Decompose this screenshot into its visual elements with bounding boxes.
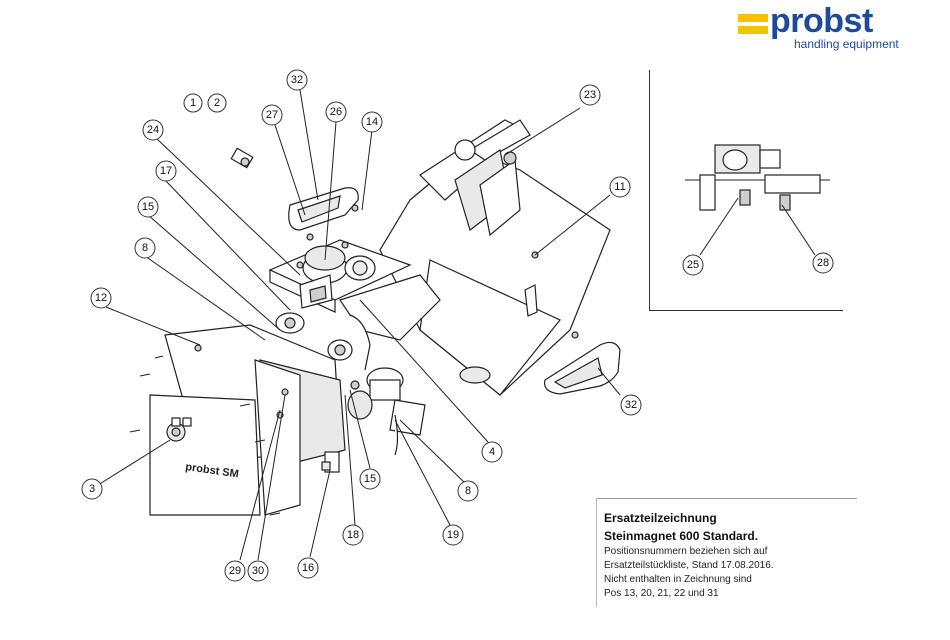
top-cover <box>289 188 358 240</box>
svg-text:25: 25 <box>687 259 699 271</box>
svg-text:32: 32 <box>291 74 303 86</box>
callout-27: 27 <box>262 105 282 125</box>
callout-1: 1 <box>184 94 202 112</box>
callout-14: 14 <box>362 112 382 132</box>
svg-text:15: 15 <box>364 473 376 485</box>
note-line-3: Nicht enthalten in Zeichnung sind <box>604 574 752 585</box>
front-panel: probst SM <box>150 325 345 515</box>
callout-32-right: 32 <box>621 395 641 415</box>
svg-text:1: 1 <box>190 97 196 109</box>
callout-23: 23 <box>580 85 600 105</box>
svg-text:8: 8 <box>142 242 148 254</box>
callout-4: 4 <box>482 442 502 462</box>
svg-text:19: 19 <box>447 529 459 541</box>
svg-text:27: 27 <box>266 109 278 121</box>
handle-right <box>545 342 620 394</box>
note-line-4: Pos 13, 20, 21, 22 und 31 <box>604 588 719 599</box>
callout-28: 28 <box>813 253 833 273</box>
callout-2: 2 <box>208 94 226 112</box>
callout-29: 29 <box>225 561 245 581</box>
callout-16: 16 <box>298 558 318 578</box>
callout-26: 26 <box>326 102 346 122</box>
callout-18: 18 <box>343 525 363 545</box>
svg-text:17: 17 <box>160 165 172 177</box>
title-block: Ersatzteilzeichnung Steinmagnet 600 Stan… <box>596 498 857 607</box>
callout-12: 12 <box>91 288 111 308</box>
svg-text:15: 15 <box>142 201 154 213</box>
svg-text:26: 26 <box>330 106 342 118</box>
callout-15-left: 15 <box>138 197 158 217</box>
callout-3: 3 <box>82 479 102 499</box>
callout-25: 25 <box>683 255 703 275</box>
note-line-2: Ersatzteilstückliste, Stand 17.08.2016. <box>604 560 774 571</box>
inset-detail <box>685 145 830 210</box>
svg-text:29: 29 <box>229 565 241 577</box>
title-line-1: Ersatzteilzeichnung <box>604 511 717 525</box>
magnet-housing <box>380 120 610 395</box>
callout-8-right: 8 <box>458 481 478 501</box>
svg-text:32: 32 <box>625 399 637 411</box>
callout-24: 24 <box>143 120 163 140</box>
callout-15-right: 15 <box>360 469 380 489</box>
callout-8-left: 8 <box>135 238 155 258</box>
callout-30: 30 <box>248 561 268 581</box>
callout-17: 17 <box>156 161 176 181</box>
svg-text:16: 16 <box>302 562 314 574</box>
svg-text:11: 11 <box>614 181 625 193</box>
callout-19: 19 <box>443 525 463 545</box>
svg-text:8: 8 <box>465 485 471 497</box>
callout-32-top: 32 <box>287 70 307 90</box>
callout-11: 11 <box>610 177 630 197</box>
svg-text:3: 3 <box>89 483 95 495</box>
note-line-1: Positionsnummern beziehen sich auf <box>604 546 767 557</box>
svg-text:30: 30 <box>252 565 264 577</box>
svg-text:28: 28 <box>817 257 829 269</box>
svg-text:24: 24 <box>147 124 159 136</box>
svg-text:14: 14 <box>366 116 378 128</box>
svg-text:12: 12 <box>95 292 107 304</box>
title-line-2: Steinmagnet 600 Standard. <box>604 529 758 543</box>
svg-text:2: 2 <box>214 97 220 109</box>
svg-text:18: 18 <box>347 529 359 541</box>
svg-text:23: 23 <box>584 89 596 101</box>
svg-text:4: 4 <box>489 446 495 458</box>
